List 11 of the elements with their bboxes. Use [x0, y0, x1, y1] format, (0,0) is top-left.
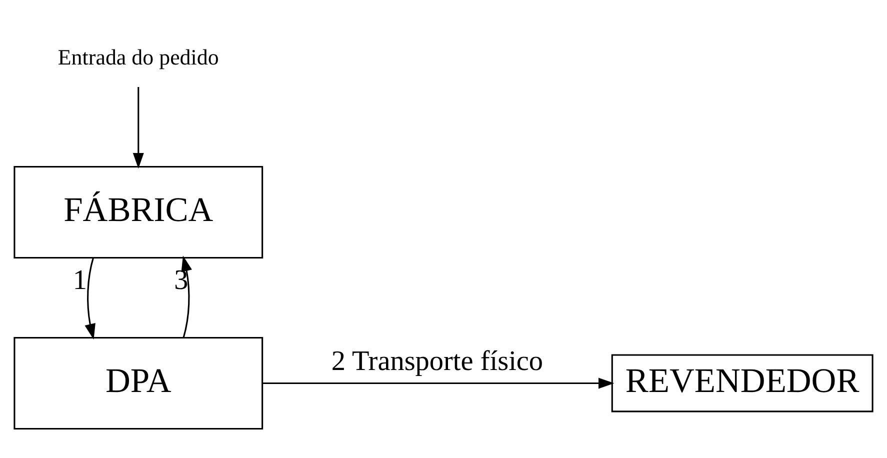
- arrow: [181, 255, 192, 337]
- arrow: [262, 377, 614, 388]
- edge-label: 1: [72, 264, 88, 296]
- node-box: FÁBRICA: [14, 165, 264, 258]
- arrow: [84, 257, 96, 340]
- node-text: Entrada do pedido: [58, 44, 219, 69]
- arrow: [132, 86, 144, 168]
- node-box: REVENDEDOR: [611, 354, 874, 412]
- edge-label: 2 Transporte físico: [331, 345, 544, 376]
- edge-label: 3: [174, 264, 188, 296]
- node-box: DPA: [14, 336, 264, 430]
